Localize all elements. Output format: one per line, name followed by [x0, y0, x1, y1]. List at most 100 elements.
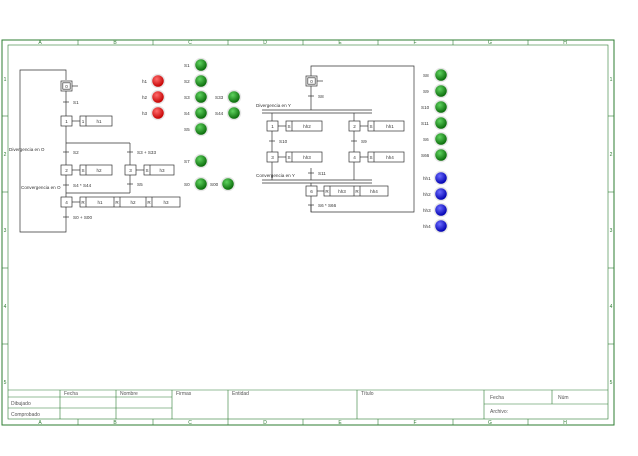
- svg-text:S: S: [369, 155, 372, 160]
- step-0-label: 0: [65, 84, 68, 89]
- tb-dibujado: Dibujado: [11, 401, 31, 407]
- action-1: [79, 115, 113, 127]
- lamp-s9-green[interactable]: [433, 83, 449, 99]
- action-b-2-label: hh1: [386, 124, 394, 129]
- row-label: 2: [610, 152, 613, 158]
- lamp-s6-label: S6: [423, 137, 429, 142]
- lamp-s1-label: S1: [184, 63, 190, 68]
- step-2-label: 2: [65, 168, 68, 173]
- step-3-label: 3: [129, 168, 132, 173]
- lamp-s44-green[interactable]: [226, 105, 242, 121]
- lamp-s5-green[interactable]: [193, 121, 209, 137]
- svg-text:S: S: [287, 124, 290, 129]
- step-0-b-label: 0: [310, 79, 313, 84]
- col-label: E: [338, 40, 342, 46]
- lamp-s66-green[interactable]: [433, 147, 449, 163]
- transition-t2-label: S4 * S44: [73, 183, 92, 188]
- transition-t01-label: S1: [73, 100, 79, 105]
- lamp-s0-label: S0: [184, 182, 190, 187]
- col-label: D: [263, 420, 267, 426]
- lamp-s3-green[interactable]: [193, 89, 209, 105]
- tb-fecha2: Fecha: [490, 395, 504, 401]
- lamp-s44-label: S44: [215, 111, 224, 116]
- inner-frame: [7, 44, 609, 420]
- row-label: 3: [610, 228, 613, 234]
- lamp-h1-red[interactable]: [150, 73, 166, 89]
- step-3-b-label: 3: [271, 155, 274, 160]
- lamp-s33-green[interactable]: [226, 89, 242, 105]
- action-b-3-label: hh3: [303, 155, 311, 160]
- lamp-hh2-label: hh2: [423, 192, 431, 197]
- action-b-1-label: hh2: [303, 124, 311, 129]
- lamp-s11-green[interactable]: [433, 115, 449, 131]
- step-1-b-label: 1: [271, 124, 274, 129]
- row-labels: 1 2 3 4 5 1 2 3 4 5: [4, 77, 613, 386]
- svg-text:R: R: [81, 200, 85, 205]
- action-b-6: [323, 185, 389, 197]
- lamp-s00-label: S00: [210, 182, 219, 187]
- transition-t12-label: S2: [73, 150, 79, 155]
- lamp-hh3-blue[interactable]: [433, 202, 449, 218]
- action-3: [143, 164, 175, 176]
- lamp-s8-green[interactable]: [433, 67, 449, 83]
- transition-b-t0-label: S8: [318, 94, 324, 99]
- lamp-s0-green[interactable]: [193, 176, 209, 192]
- lamp-s6-green[interactable]: [433, 131, 449, 147]
- lamp-h3-red[interactable]: [150, 105, 166, 121]
- svg-text:R: R: [147, 200, 151, 205]
- tb-archivo: Archivo:: [490, 409, 508, 415]
- lamp-s00-green[interactable]: [220, 176, 236, 192]
- lamp-s2-green[interactable]: [193, 73, 209, 89]
- lamp-s9-label: S9: [423, 89, 429, 94]
- transition-b-t1-label: S10: [279, 139, 288, 144]
- svg-text:S: S: [81, 168, 84, 173]
- lamp-hh1-blue[interactable]: [433, 170, 449, 186]
- lamp-s7-label: S7: [184, 159, 190, 164]
- transition-b-t2-label: S9: [361, 139, 367, 144]
- action-b-6a-label: hh3: [338, 189, 346, 194]
- row-label: 2: [4, 152, 7, 158]
- svg-text:S: S: [369, 124, 372, 129]
- row-label: 4: [610, 304, 613, 310]
- lamp-s7-green[interactable]: [193, 153, 209, 169]
- action-4c-label: h3: [163, 200, 169, 205]
- lamp-s10-green[interactable]: [433, 99, 449, 115]
- lamp-h2-label: h2: [142, 95, 148, 100]
- lamp-h2-red[interactable]: [150, 89, 166, 105]
- lamp-hh4-blue[interactable]: [433, 218, 449, 234]
- convergencia-o-label: Convergencia en O: [21, 185, 61, 190]
- convergencia-y-label: Convergencia en Y: [256, 173, 295, 178]
- grafcet-1: 0 S1 1 1 h1 Divergencia en O S2 S3 + S33…: [9, 69, 181, 233]
- step-1-label: 1: [65, 119, 68, 124]
- lamp-s5-label: S5: [184, 127, 190, 132]
- title-block: Fecha Nombre Firmas Entidad Título Fecha…: [8, 389, 608, 419]
- lamp-s3-label: S3: [184, 95, 190, 100]
- col-label: A: [38, 40, 42, 46]
- return-loop: [19, 69, 67, 233]
- tb-titulo: Título: [361, 391, 374, 397]
- svg-text:1: 1: [82, 119, 85, 124]
- grafcet-2: 0 S8 Divergencia en Y 1 S hh2 2 S hh1 S1…: [256, 65, 415, 213]
- transition-t3-label: S5: [137, 182, 143, 187]
- col-label: H: [563, 40, 567, 46]
- tb-comprobado: Comprobado: [11, 412, 40, 418]
- svg-text:R: R: [355, 189, 359, 194]
- lamp-hh2-blue[interactable]: [433, 186, 449, 202]
- col-label: B: [113, 40, 117, 46]
- tb-nombre: Nombre: [120, 391, 138, 397]
- transition-b-t3-label: S11: [318, 171, 326, 176]
- action-4a-label: h1: [97, 200, 103, 205]
- col-label: G: [488, 420, 492, 426]
- lamp-s4-green[interactable]: [193, 105, 209, 121]
- lamp-h3-label: h3: [142, 111, 148, 116]
- step-2-b-label: 2: [353, 124, 356, 129]
- lamp-s33-label: S33: [215, 95, 224, 100]
- action-b-2: [367, 120, 405, 132]
- lamp-s2-label: S2: [184, 79, 190, 84]
- lamp-s1-green[interactable]: [193, 57, 209, 73]
- col-label: F: [413, 420, 416, 426]
- col-label: H: [563, 420, 567, 426]
- divergencia-o-label: Divergencia en O: [9, 147, 45, 152]
- lamp-s8-label: S8: [423, 73, 429, 78]
